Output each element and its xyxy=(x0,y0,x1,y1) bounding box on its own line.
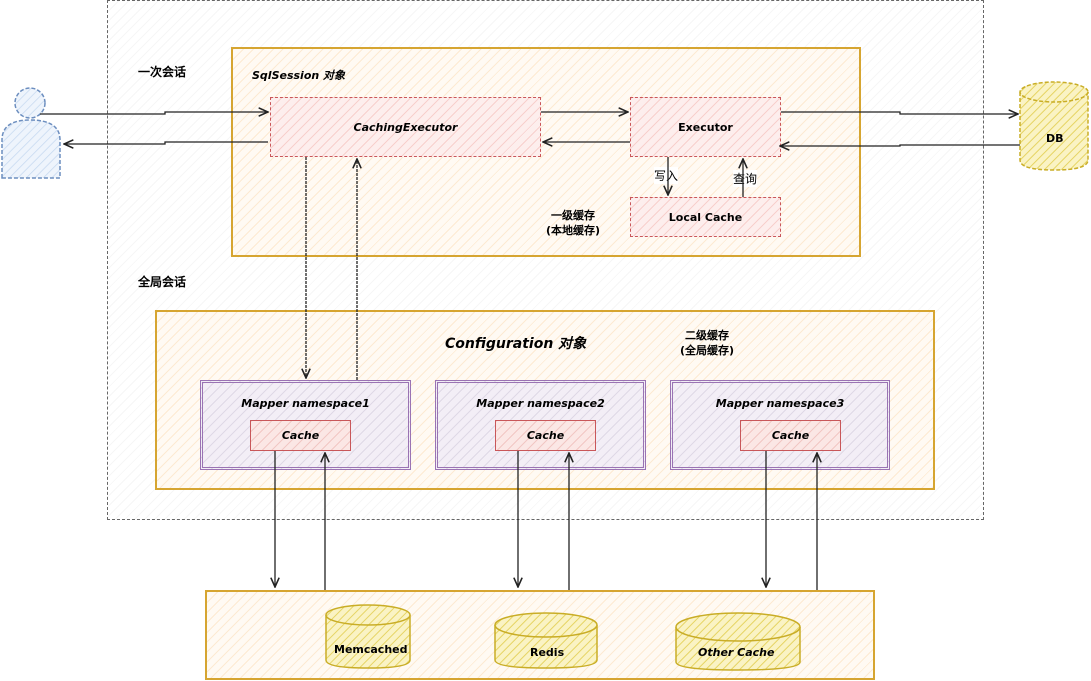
level2-cache-sublabel: (全局缓存) xyxy=(680,344,735,357)
mapper-cache-label: Cache xyxy=(526,429,565,442)
sqlsession-title: SqlSession 对象 xyxy=(252,69,346,82)
mapper-namespace-box[interactable]: Mapper namespace2 Cache xyxy=(435,380,646,470)
mapper-namespace-box[interactable]: Mapper namespace3 Cache xyxy=(670,380,890,470)
local-cache-label: Local Cache xyxy=(668,210,743,224)
mapper-cache-box[interactable]: Cache xyxy=(740,420,841,451)
mapper-cache-box[interactable]: Cache xyxy=(250,420,351,451)
store-label: Memcached xyxy=(334,643,408,656)
configuration-title: Configuration 对象 xyxy=(445,336,587,352)
mapper-cache-label: Cache xyxy=(281,429,320,442)
mapper-title: Mapper namespace3 xyxy=(715,397,845,410)
store-label: Other Cache xyxy=(698,646,775,659)
cache-stores-container[interactable] xyxy=(205,590,875,680)
write-label: 写入 xyxy=(654,167,679,184)
level1-cache-label: 一级缓存 xyxy=(551,209,595,222)
global-session-label: 全局会话 xyxy=(138,275,187,289)
store-label: Redis xyxy=(530,646,565,659)
one-session-label: 一次会话 xyxy=(138,65,187,79)
local-cache-box[interactable]: Local Cache xyxy=(630,197,781,237)
mapper-namespace-box[interactable]: Mapper namespace1 Cache xyxy=(200,380,411,470)
mapper-title: Mapper namespace2 xyxy=(476,397,605,410)
level2-cache-label: 二级缓存 xyxy=(685,329,729,342)
caching-executor-box[interactable]: CachingExecutor xyxy=(270,97,541,157)
executor-label: Executor xyxy=(678,120,733,134)
mapper-cache-label: Cache xyxy=(771,429,810,442)
query-label: 查询 xyxy=(733,170,758,187)
database-icon xyxy=(1019,81,1089,171)
mapper-cache-box[interactable]: Cache xyxy=(495,420,596,451)
level1-cache-sublabel: (本地缓存) xyxy=(546,224,601,237)
caching-executor-label: CachingExecutor xyxy=(353,120,458,134)
db-label: DB xyxy=(1046,132,1064,145)
user-icon xyxy=(1,87,61,179)
executor-box[interactable]: Executor xyxy=(630,97,781,157)
mapper-title: Mapper namespace1 xyxy=(241,397,370,410)
